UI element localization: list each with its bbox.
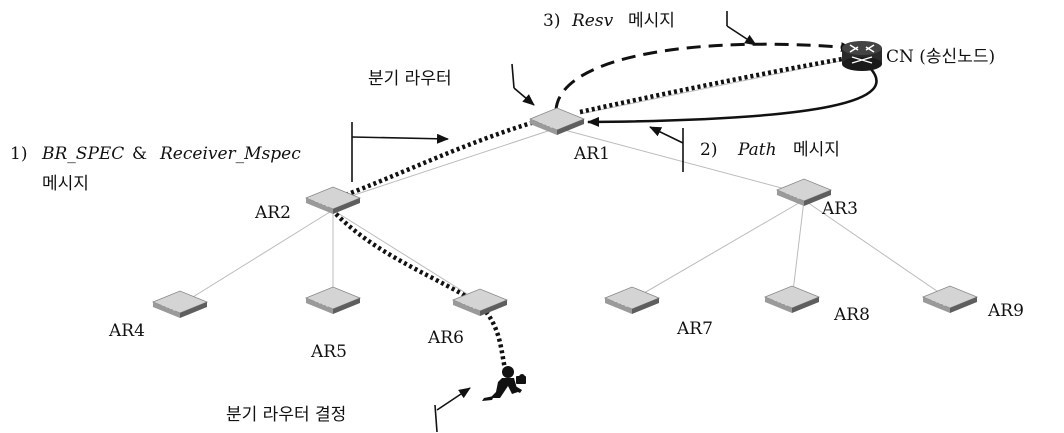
cn-label: CN (송신노드) <box>886 47 995 67</box>
branch-decision-label: 분기 라우터 결정 <box>226 405 346 425</box>
router-ar6-icon <box>452 288 508 317</box>
msg1-number: 1) <box>10 144 27 164</box>
path-message-arrow <box>587 67 878 127</box>
msg1-ampersand: & <box>132 144 147 164</box>
msg1-br-spec: BR_SPEC <box>41 144 124 164</box>
node-label-ar9: AR9 <box>987 301 1024 321</box>
topology-links <box>179 59 951 306</box>
link-ar1-ar2 <box>332 127 558 203</box>
msg1-receiver-mspec: Receiver_Mspec <box>159 144 301 164</box>
node-label-ar4: AR4 <box>108 321 145 341</box>
node-label-ar5: AR5 <box>310 342 347 362</box>
callout-msg2: 2) Path 메시지 <box>700 140 840 160</box>
router-ar4-icon <box>152 290 208 319</box>
cn-router-icon <box>842 41 882 71</box>
link-ar1-cn <box>579 59 846 115</box>
link-ar3-ar7 <box>631 199 805 301</box>
link-ar3-ar9 <box>803 199 951 301</box>
msg2-suffix: 메시지 <box>793 140 840 160</box>
msg2-number: 2) <box>700 140 717 160</box>
mobile-user-icon <box>482 366 526 401</box>
resv-message-arrow <box>554 42 853 111</box>
node-label-ar2: AR2 <box>254 203 291 223</box>
callout-msg3: 3) Resv 메시지 <box>543 11 675 31</box>
node-label-ar6: AR6 <box>427 328 464 348</box>
link-ar1-ar3 <box>556 127 805 195</box>
msg1-suffix: 메시지 <box>42 174 89 194</box>
link-ar2-ar6 <box>332 209 481 303</box>
msg2-name: Path <box>737 140 777 160</box>
msg3-suffix: 메시지 <box>628 11 675 31</box>
mspec-dotted-ar2-ar1 <box>339 116 546 200</box>
router-ar1-icon <box>529 107 585 136</box>
callout-msg1: 1) BR_SPEC & Receiver_Mspec 메시지 <box>10 144 301 194</box>
router-ar7-icon <box>604 286 660 315</box>
node-label-ar1: AR1 <box>573 144 610 164</box>
node-label-ar7: AR7 <box>676 319 713 339</box>
router-ar8-icon <box>764 285 820 314</box>
node-label-ar8: AR8 <box>833 305 870 325</box>
msg3-name: Resv <box>571 11 614 31</box>
callout-lines <box>351 11 757 433</box>
router-ar5-icon <box>305 286 361 315</box>
node-label-ar3: AR3 <box>821 199 858 219</box>
link-ar2-ar4 <box>179 209 334 306</box>
msg3-number: 3) <box>543 11 560 31</box>
router-ar9-icon <box>922 285 978 314</box>
link-ar3-ar8 <box>791 199 805 301</box>
branch-router-label: 분기 라우터 <box>368 69 452 89</box>
mspec-dotted-ar1-cn <box>579 55 849 115</box>
